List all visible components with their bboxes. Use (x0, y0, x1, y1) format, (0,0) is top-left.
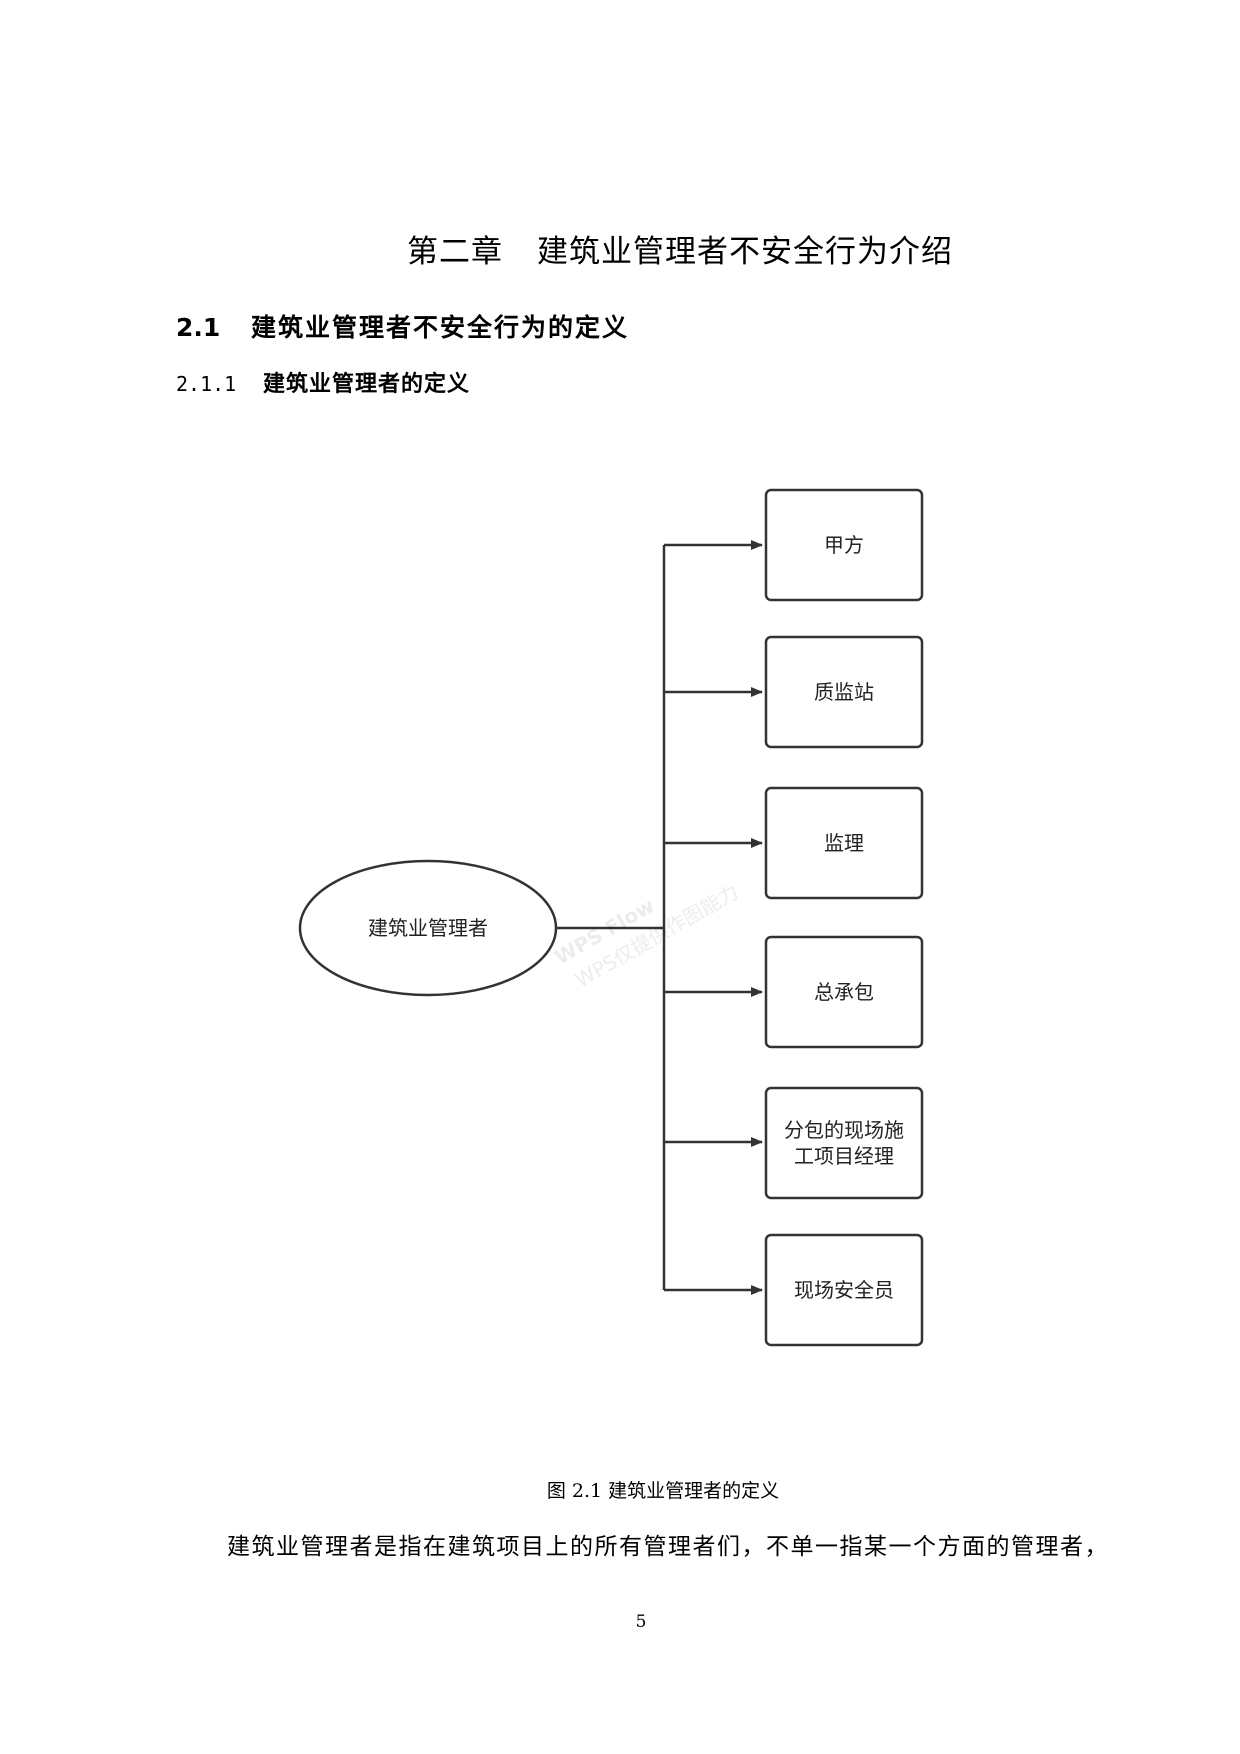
child-node-zongchengbao (764, 935, 924, 1049)
page-number: 5 (635, 1612, 647, 1632)
chapter-number: 第二章 (407, 234, 503, 270)
root-node-label: 建筑业管理者 (368, 916, 488, 940)
body-paragraph: 建筑业管理者是指在建筑项目上的所有管理者们，不单一指某一个方面的管理者， (227, 1534, 1109, 1560)
section-title: 建筑业管理者不安全行为的定义 (251, 313, 630, 342)
child-node-fenbao-manager (764, 1086, 924, 1200)
section-number: 2.1 (176, 313, 221, 342)
chapter-title-text: 建筑业管理者不安全行为介绍 (537, 234, 953, 270)
subsection-heading: 2.1.1 建筑业管理者的定义 (176, 366, 470, 398)
child-node-label: 质监站 (814, 680, 874, 704)
child-node-jiafang (764, 488, 924, 602)
child-node-label-line2: 工项目经理 (794, 1144, 894, 1168)
child-node-label: 甲方 (824, 533, 864, 557)
child-node-safety-officer (764, 1233, 924, 1347)
child-node-jianli (764, 786, 924, 900)
figure-caption: 图 2.1 建筑业管理者的定义 (546, 1480, 780, 1502)
wps-watermark: WPS Flow WPS仅提供作图能力 (551, 879, 743, 992)
chapter-title: 第二章建筑业管理者不安全行为介绍 (0, 226, 1240, 271)
subsection-number: 2.1.1 (176, 372, 237, 396)
child-node-label: 总承包 (814, 980, 874, 1004)
subsection-title: 建筑业管理者的定义 (263, 372, 471, 397)
child-node-zhijianzhan (764, 635, 924, 749)
child-node-label: 监理 (824, 831, 864, 855)
child-node-label: 分包的现场施 (784, 1118, 904, 1142)
section-heading: 2.1 建筑业管理者不安全行为的定义 (176, 308, 629, 344)
child-node-label: 现场安全员 (794, 1278, 894, 1302)
